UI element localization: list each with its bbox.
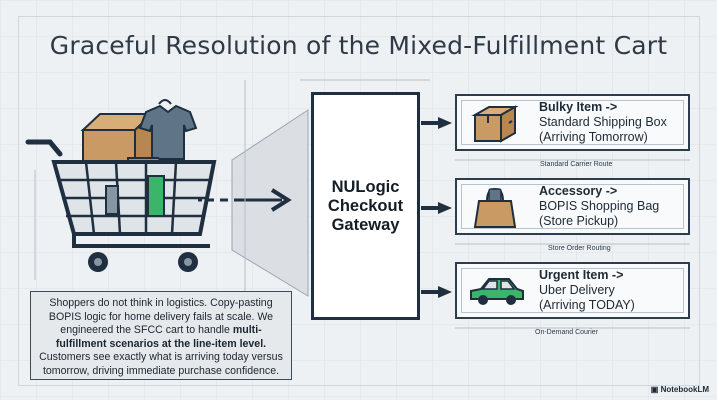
option-line-2: (Arriving TODAY) [539,298,635,312]
route-label-on-demand: On-Demand Courier [535,329,599,336]
option-bulky-item: Bulky Item -> Standard Shipping Box (Arr… [455,94,690,151]
note-text-2: Customers see exactly what is arriving t… [39,351,283,377]
notebooklm-badge: ▣ NotebookLM [650,385,709,394]
option-title: Urgent Item -> [539,268,624,282]
box-icon [471,105,519,143]
shopping-cart-icon [25,99,217,272]
route-label-standard: Standard Carrier Route [540,161,613,168]
option-title: Bulky Item -> [539,100,618,114]
option-title: Accessory -> [539,184,618,198]
note-bold: multi-fulfillment scenarios at the line-… [55,324,267,350]
option-line-1: Standard Shipping Box [539,115,667,129]
option-line-1: BOPIS Shopping Bag [539,199,660,213]
car-icon [470,278,524,305]
note-text-1: Shoppers do not think in logistics. Copy… [48,297,274,336]
gateway-label: NULogic Checkout Gateway [327,177,404,234]
blueprint-frame [18,16,700,386]
option-line-2: (Store Pickup) [539,214,619,228]
route-label-store: Store Order Routing [548,245,611,252]
option-line-2: (Arriving Tomorrow) [539,130,648,144]
explanation-note: Shoppers do not think in logistics. Copy… [30,291,292,380]
page-title: Graceful Resolution of the Mixed-Fulfill… [49,31,668,60]
badge-label: NotebookLM [660,385,709,394]
shopping-bag-icon [473,187,517,228]
option-urgent-item: Urgent Item -> Uber Delivery (Arriving T… [455,262,690,319]
option-line-1: Uber Delivery [539,283,615,297]
option-accessory: Accessory -> BOPIS Shopping Bag (Store P… [455,178,690,235]
checkout-gateway: NULogic Checkout Gateway [311,92,420,320]
